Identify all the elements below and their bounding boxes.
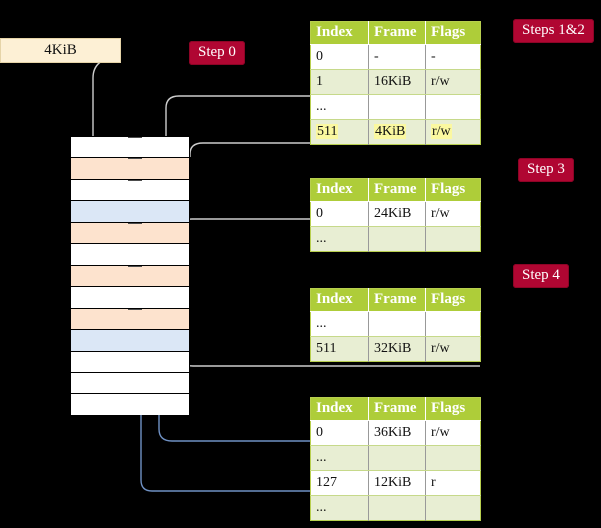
step-badge-step3: Step 3 (518, 158, 574, 182)
table-cell-flags: r (425, 470, 481, 496)
table-cell-frame: 32KiB (368, 336, 426, 362)
table-cell-frame (368, 94, 426, 120)
table-header-frame: Frame (368, 288, 426, 312)
table-row: 0-- (310, 44, 481, 70)
memory-tick-mark (128, 222, 142, 224)
table-cell-flags: - (425, 44, 481, 70)
table-cell-flags (425, 94, 481, 120)
memory-frame-row (71, 157, 189, 179)
memory-frame-row (71, 286, 189, 308)
table-cell-flags: r/w (425, 69, 481, 95)
memory-frame-row (71, 350, 189, 372)
table-cell-index: ... (310, 311, 369, 337)
memory-tick-mark (128, 137, 142, 138)
table-cell-frame (368, 495, 426, 521)
table-row: ... (310, 445, 481, 471)
table-cell-frame: 4KiB (368, 119, 426, 145)
table-row: ... (310, 495, 481, 521)
table-cell-flags: r/w (425, 420, 481, 446)
step-badge-step0: Step 0 (189, 41, 245, 65)
step-badge-steps-1-2: Steps 1&2 (513, 19, 594, 43)
table-header-index: Index (310, 178, 369, 202)
table-header-frame: Frame (368, 21, 426, 45)
table-cell-index: 511 (310, 336, 369, 362)
table-cell-frame: 36KiB (368, 420, 426, 446)
table-cell-flags (425, 226, 481, 252)
memory-frame-row (71, 221, 189, 244)
table-cell-index: 0 (310, 201, 369, 227)
table-cell-index: 127 (310, 470, 369, 496)
table-cell-flags: r/w (425, 336, 481, 362)
table-cell-index: 511 (310, 119, 369, 145)
memory-frame-row (71, 393, 189, 415)
memory-frame-row (71, 307, 189, 330)
table-cell-index: ... (310, 226, 369, 252)
table-header-index: Index (310, 397, 369, 421)
table-cell-index: ... (310, 94, 369, 120)
table-cell-flags: r/w (425, 119, 481, 145)
physical-memory-column (70, 136, 190, 415)
table-header-index: Index (310, 288, 369, 312)
memory-tick-mark (128, 308, 142, 310)
table-cell-index: 1 (310, 69, 369, 95)
table-cell-flags: r/w (425, 201, 481, 227)
table-row: ... (310, 226, 481, 252)
memory-frame-row (71, 136, 189, 158)
table-cell-flags (425, 445, 481, 471)
memory-frame-row (71, 264, 189, 287)
table-cell-index: ... (310, 495, 369, 521)
memory-frame-row (71, 329, 189, 351)
table-row: ... (310, 94, 481, 120)
table-header-flags: Flags (425, 288, 481, 312)
memory-frame-row (71, 178, 189, 201)
table-header-flags: Flags (425, 397, 481, 421)
memory-frame-row (71, 371, 189, 394)
table-cell-frame: 16KiB (368, 69, 426, 95)
memory-tick-mark (128, 179, 142, 181)
table-cell-frame (368, 445, 426, 471)
memory-tick-mark (128, 158, 142, 160)
table-header-flags: Flags (425, 21, 481, 45)
memory-tick-mark (128, 265, 142, 267)
step-badge-step4: Step 4 (513, 264, 569, 288)
table-cell-index: 0 (310, 44, 369, 70)
table-cell-frame: 12KiB (368, 470, 426, 496)
table-header-frame: Frame (368, 397, 426, 421)
table-row: ... (310, 311, 481, 337)
table-cell-index: ... (310, 445, 369, 471)
table-header-index: Index (310, 21, 369, 45)
memory-frame-row (71, 200, 189, 222)
table-cell-flags (425, 311, 481, 337)
source-frame-box: 4KiB (0, 38, 121, 63)
table-cell-frame: - (368, 44, 426, 70)
table-header-flags: Flags (425, 178, 481, 202)
table-cell-frame: 24KiB (368, 201, 426, 227)
table-cell-index: 0 (310, 420, 369, 446)
table-cell-frame (368, 226, 426, 252)
table-cell-frame (368, 311, 426, 337)
table-cell-flags (425, 495, 481, 521)
memory-frame-row (71, 243, 189, 265)
table-header-frame: Frame (368, 178, 426, 202)
